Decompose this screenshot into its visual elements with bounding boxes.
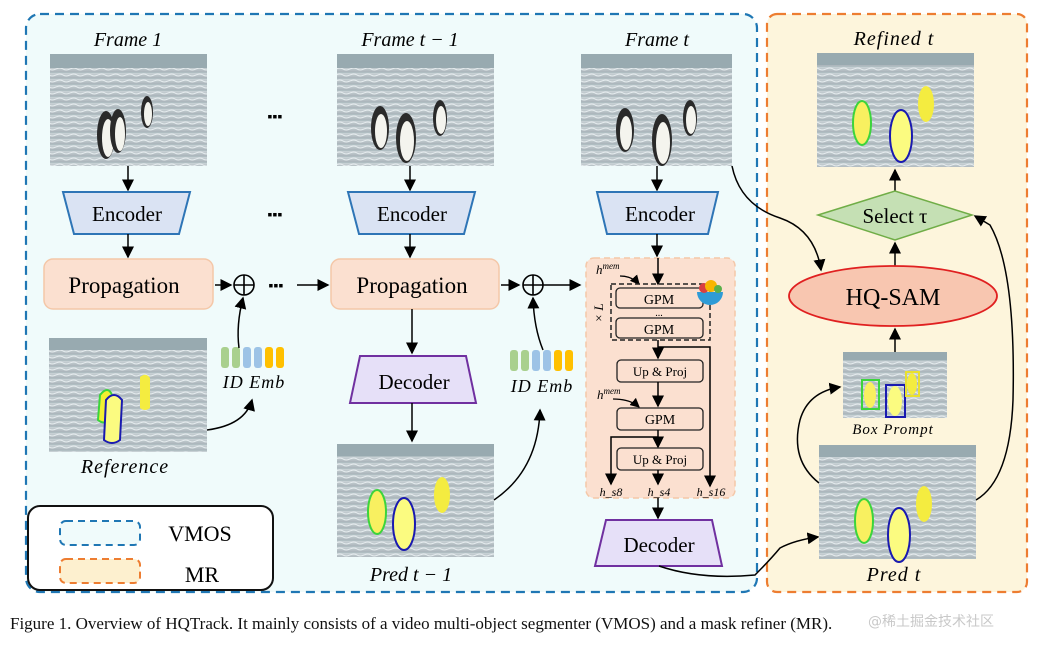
ellipsis-encoder: ▪▪▪ [268,208,283,223]
id-emb-bar [543,350,551,371]
id-emb-bar [532,350,540,371]
frame-1-label: Frame 1 [93,29,162,51]
id-emb-label-1: ID Emb [222,372,286,392]
repeat-group [610,283,711,341]
id-embedding-2 [510,350,573,371]
encoder-frame-t: Encoder [595,191,720,235]
id-emb-bar [521,350,529,371]
up-proj-box-1 [616,359,704,383]
decoder-frame-t-minus-1: Decoder [348,355,478,404]
refined-t-image [817,53,974,167]
output-h-s16: h_s16 [697,485,726,499]
legend-mr-swatch [59,558,141,584]
reference-label: Reference [80,456,169,478]
bowl-icon [697,280,723,305]
frame-t-minus-1-image [337,54,494,166]
box-prompt-label: Box Prompt [852,422,934,438]
frame-t-label: Frame t [624,29,689,51]
hq-sam-label: HQ-SAM [846,285,941,311]
pred-t-label: Pred t [866,564,922,586]
select-tau-label: Select τ [863,204,928,228]
box-prompt-image [843,352,947,418]
decoder-frame-t: Decoder [593,519,724,567]
encoder-label: Encoder [92,202,162,226]
legend-vmos-label: VMOS [168,521,232,546]
frame-t-minus-1-label: Frame t − 1 [360,29,458,51]
id-emb-bar [232,347,240,368]
encoder-label: Encoder [625,202,695,226]
figure-caption: Figure 1. Overview of HQTrack. It mainly… [10,614,833,633]
legend-mr-label: MR [185,562,220,587]
gpm-dots: ... [655,308,663,319]
frame-1-image [50,54,207,166]
legend-vmos-swatch [59,520,141,546]
id-emb-bar [554,350,562,371]
propagation-label: Propagation [356,273,468,298]
repeat-label: × L [591,303,606,322]
frame-t-image [581,54,732,166]
hmem-label-1: hmem [596,261,620,277]
encoder-frame-t-minus-1: Encoder [346,191,477,235]
id-emb-label-2: ID Emb [510,376,574,396]
id-emb-bar [221,347,229,368]
ellipsis-propagation: ▪▪▪ [269,279,284,294]
id-emb-bar [276,347,284,368]
gpm-box-3 [616,407,704,431]
gpm-block: hmem × L GPM ... GPM Up & Proj hmem GPM … [585,257,736,499]
propagation-block-1: Propagation [43,258,214,310]
reference-image [49,338,207,452]
gpm-label-2: GPM [644,323,675,338]
propagation-label: Propagation [68,273,180,298]
gpm-label-1: GPM [644,293,675,308]
output-h-s4: h_s4 [648,485,671,499]
pred-t-minus-1-label: Pred t − 1 [369,564,452,586]
diagram-svg: Frame 1 Frame t − 1 Frame t Encoder ▪▪▪ … [24,12,1029,594]
legend: VMOS MR [27,505,274,591]
refined-t-label: Refined t [853,28,935,50]
encoder-label: Encoder [377,202,447,226]
gpm-label-3: GPM [645,413,676,428]
gpm-box-2 [615,317,704,339]
id-emb-bar [510,350,518,371]
hmem-label-2: hmem [597,386,621,402]
decoder-label: Decoder [378,370,449,394]
id-embedding-1 [221,347,284,368]
propagation-block-2: Propagation [330,258,500,310]
ellipsis-top: ▪▪▪ [268,110,283,125]
encoder-frame-1: Encoder [61,191,192,235]
up-proj-label-1: Up & Proj [633,364,687,379]
id-emb-bar [243,347,251,368]
decoder-label: Decoder [623,533,694,557]
add-operator-2 [522,274,544,296]
id-emb-bar [254,347,262,368]
hq-sam-model: HQ-SAM [788,265,998,327]
up-proj-label-2: Up & Proj [633,452,687,467]
select-tau-decision: Select τ [815,190,975,241]
id-emb-bar [565,350,573,371]
up-proj-box-2 [616,447,704,471]
pred-t-image [819,445,976,563]
pred-t-minus-1-image [337,444,494,557]
output-h-s8: h_s8 [600,485,623,499]
id-emb-bar [265,347,273,368]
add-operator-1 [233,274,255,296]
watermark: @稀土掘金技术社区 [868,614,994,630]
